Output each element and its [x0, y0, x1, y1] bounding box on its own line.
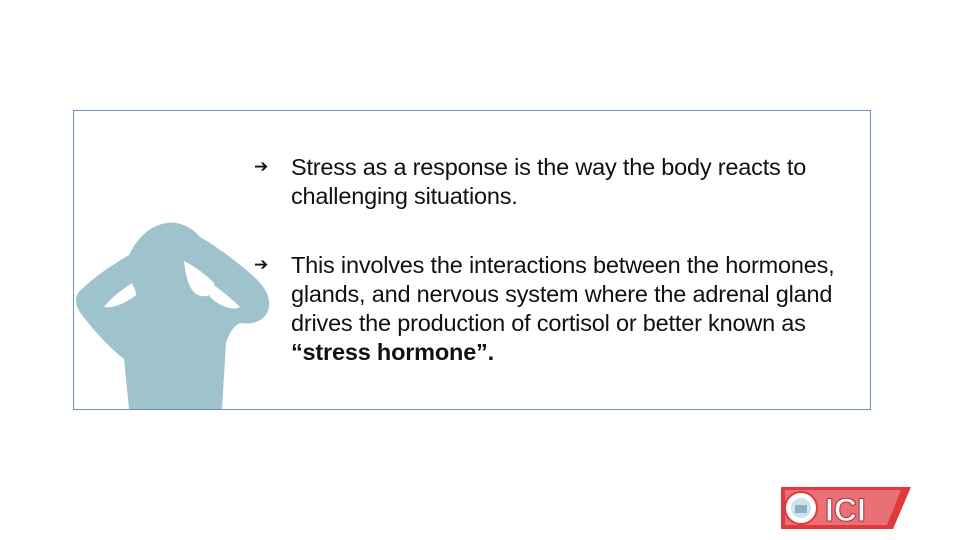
content-box: ➔ Stress as a response is the way the bo… [73, 110, 871, 410]
arrow-right-icon: ➔ [254, 255, 269, 275]
logo-text: ICI [825, 492, 866, 528]
bullet-bold-text: “stress hormone”. [291, 339, 494, 365]
ici-logo-icon: ICI [781, 487, 911, 529]
bullet-item: ➔ This involves the interactions between… [254, 251, 864, 367]
bullet-item: ➔ Stress as a response is the way the bo… [254, 153, 864, 211]
bullet-list: ➔ Stress as a response is the way the bo… [254, 153, 864, 367]
arrow-right-icon: ➔ [254, 157, 269, 177]
bullet-text: This involves the interactions between t… [291, 252, 835, 336]
bullet-text: Stress as a response is the way the body… [291, 154, 807, 209]
stressed-person-silhouette-icon [76, 222, 270, 409]
